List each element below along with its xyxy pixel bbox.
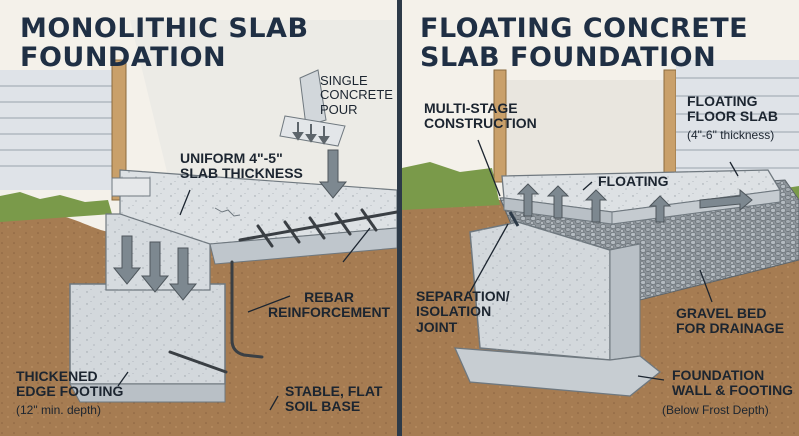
floating-label: FLOATING <box>598 173 669 189</box>
rebar-line2: REINFORCEMENT <box>268 304 391 321</box>
slab-thickness-line1: UNIFORM 4"-5" <box>180 150 283 166</box>
wall-line1: FOUNDATION <box>672 367 765 383</box>
soil-label: STABLE, FLAT SOIL BASE <box>285 383 383 415</box>
left-title-line2: FOUNDATION <box>20 42 227 74</box>
wall-footing-note: (Below Frost Depth) <box>662 403 769 417</box>
pour-label-line3: POUR <box>320 101 358 117</box>
left-panel-art <box>0 0 399 436</box>
pour-label-line1: SINGLE <box>320 73 368 88</box>
floor-slab-label: FLOATING FLOOR SLAB <box>687 93 778 125</box>
wall-line2: WALL & FOOTING <box>672 382 794 399</box>
footing-note: (12" min. depth) <box>16 403 101 417</box>
joint-line3: JOINT <box>416 318 458 335</box>
floor-slab-line1: FLOATING <box>687 93 758 109</box>
house-siding <box>0 59 127 201</box>
panel-divider <box>397 0 402 436</box>
joint-line1: SEPARATION/ <box>416 288 510 304</box>
multistage-label: MULTI-STAGE CONSTRUCTION <box>424 100 537 132</box>
wall-footing-label: FOUNDATION WALL & FOOTING <box>672 367 794 399</box>
soil-line1: STABLE, FLAT <box>285 383 383 399</box>
footing-line1: THICKENED <box>16 368 98 384</box>
joint-label: SEPARATION/ ISOLATION JOINT <box>416 288 510 335</box>
slab-thickness-line2: SLAB THICKNESS <box>180 165 303 182</box>
pour-label-line2: CONCRETE <box>320 87 393 103</box>
floor-slab-note: (4"-6" thickness) <box>687 128 775 142</box>
joint-line2: ISOLATION <box>416 303 492 320</box>
rebar-label: REBAR REINFORCEMENT <box>268 289 391 321</box>
rebar-line1: REBAR <box>304 289 354 305</box>
footing-label: THICKENED EDGE FOOTING <box>16 368 124 400</box>
multistage-line2: CONSTRUCTION <box>424 115 537 132</box>
right-title-line1: FLOATING CONCRETE <box>420 13 749 44</box>
pour-label: SINGLE CONCRETE POUR <box>320 73 393 117</box>
left-title: MONOLITHIC SLAB FOUNDATION <box>20 14 309 72</box>
load-arrows <box>112 235 198 301</box>
right-panel-art <box>402 0 799 436</box>
slab-thickness-label: UNIFORM 4"-5" SLAB THICKNESS <box>180 150 303 182</box>
gravel-label: GRAVEL BED FOR DRAINAGE <box>676 305 785 337</box>
soil-line2: SOIL BASE <box>285 398 361 415</box>
gravel-line2: FOR DRAINAGE <box>676 320 785 337</box>
floor-slab-line2: FLOOR SLAB <box>687 108 778 125</box>
left-title-line1: MONOLITHIC SLAB <box>20 13 309 44</box>
footing-line2: EDGE FOOTING <box>16 383 124 400</box>
gravel-line1: GRAVEL BED <box>676 305 767 321</box>
multistage-line1: MULTI-STAGE <box>424 100 518 116</box>
movement-arrows <box>516 183 753 223</box>
pour-chute <box>279 69 348 199</box>
rebar <box>168 208 399 374</box>
right-title-line2: SLAB FOUNDATION <box>420 42 717 74</box>
right-title: FLOATING CONCRETE SLAB FOUNDATION <box>420 14 748 72</box>
